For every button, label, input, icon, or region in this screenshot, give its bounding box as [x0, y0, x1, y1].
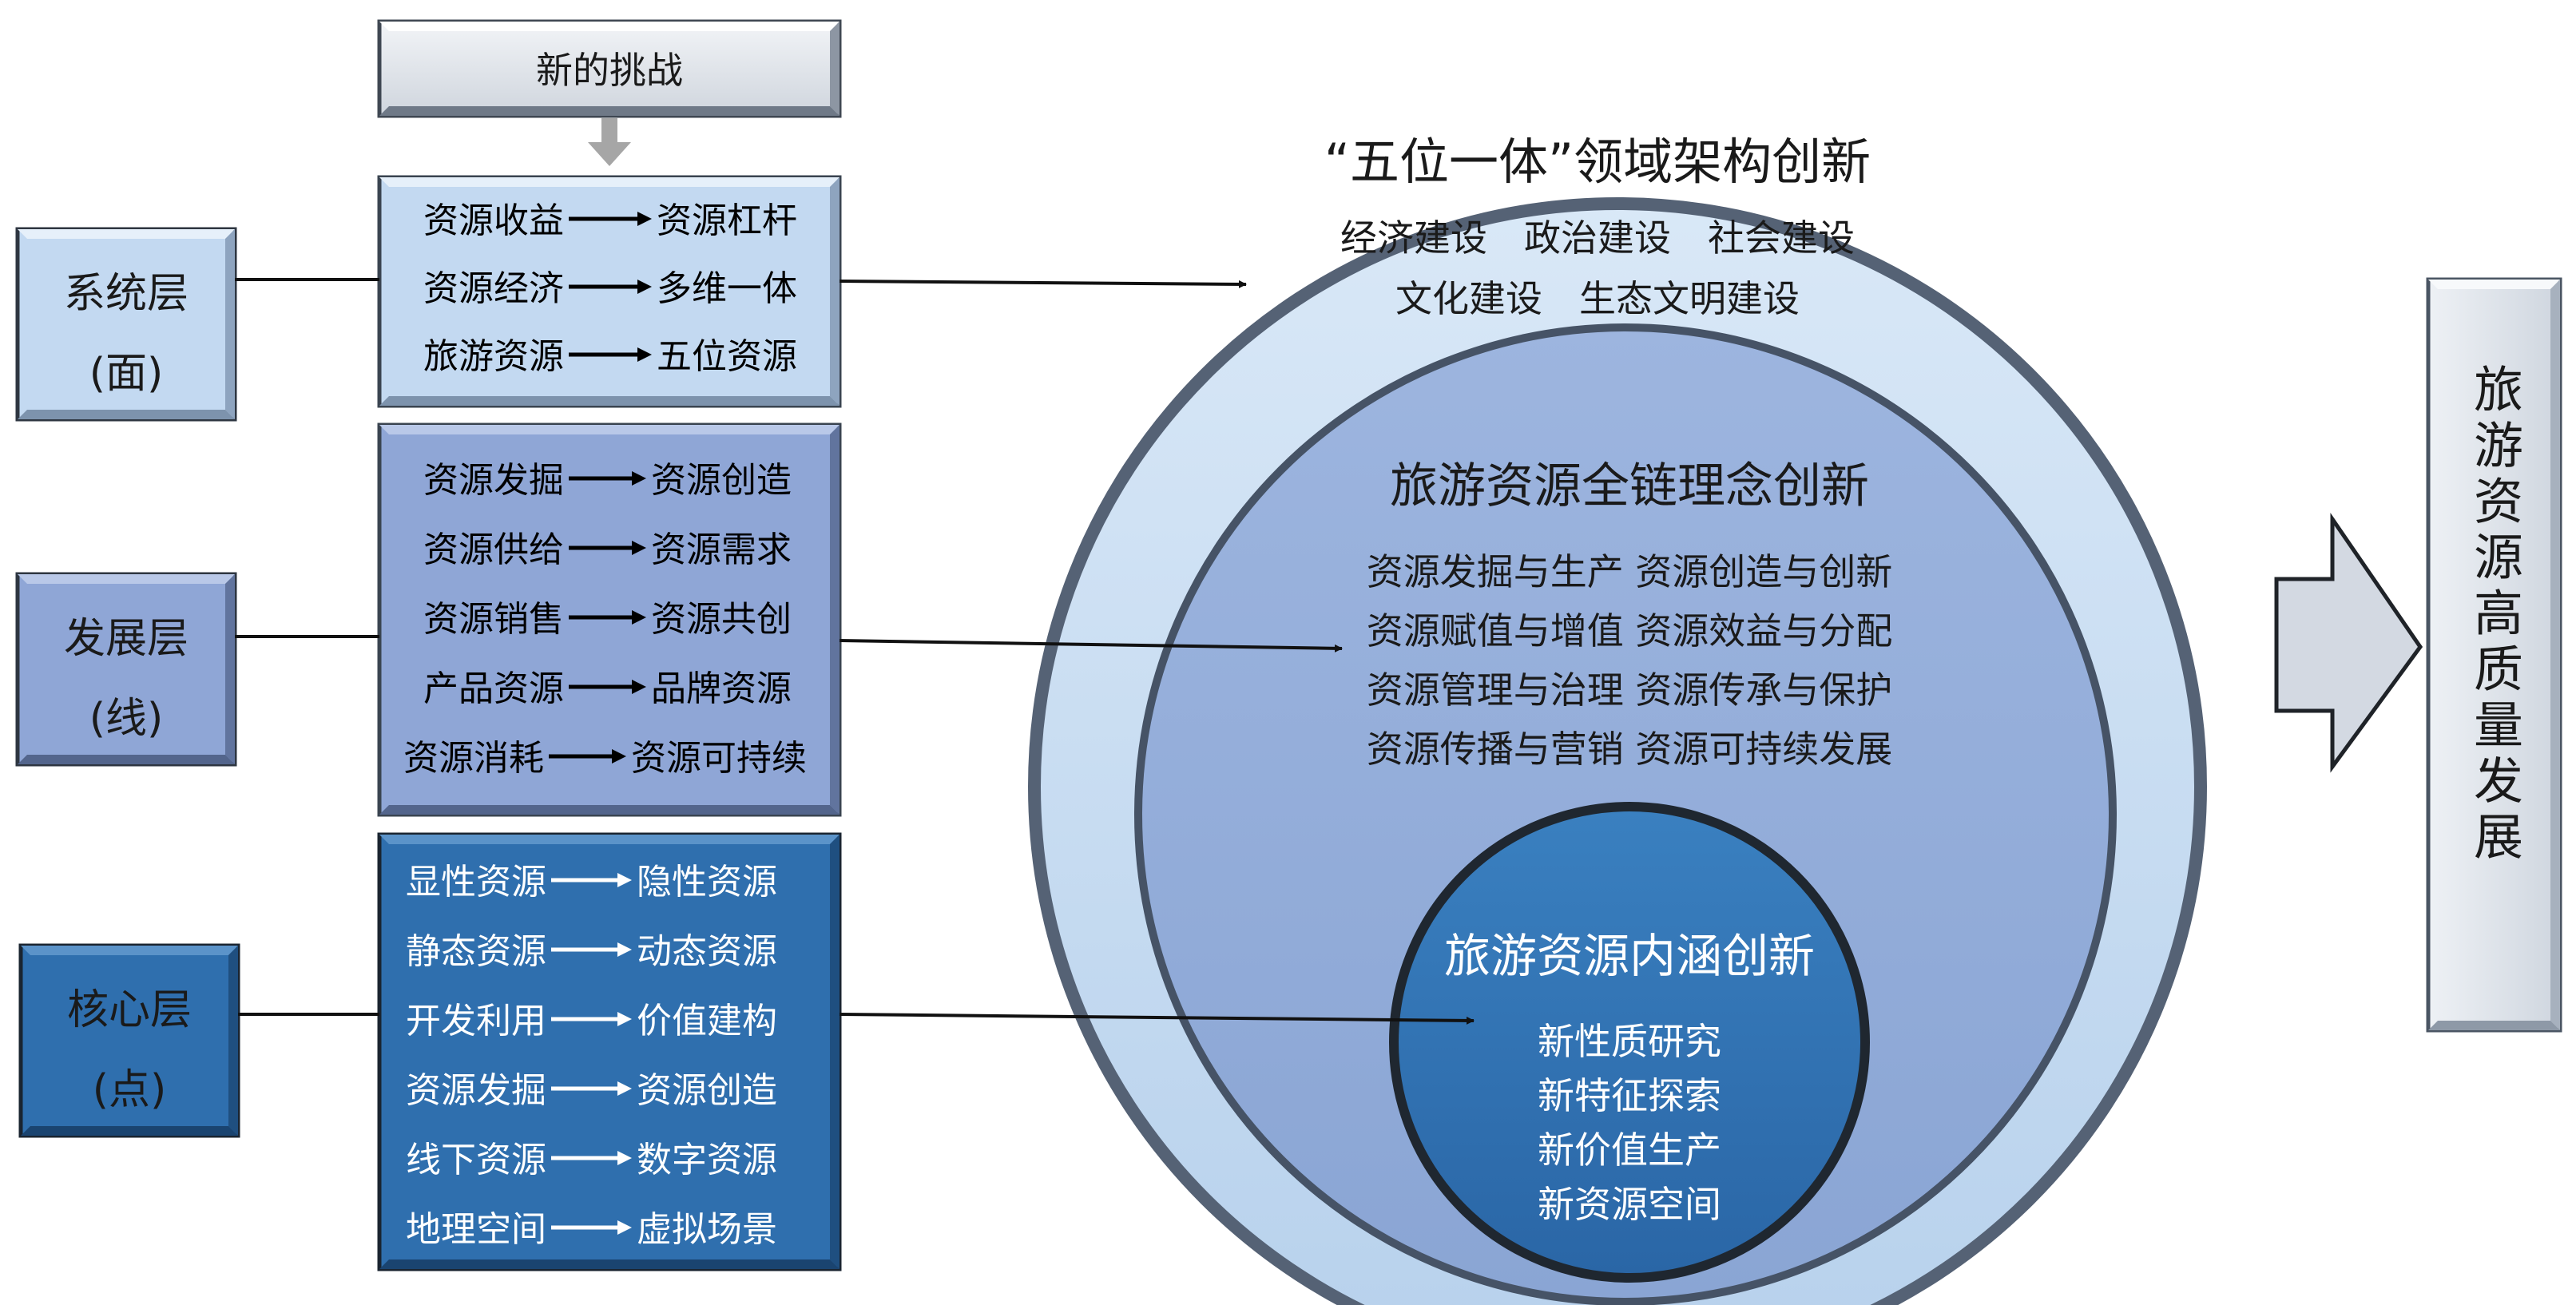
transform-to: 五位资源: [657, 336, 797, 377]
layer-box-core: [18, 943, 240, 1138]
transform-from: 资源发掘: [406, 1070, 546, 1111]
goal-box: [2426, 277, 2562, 1033]
connector-core-right: [839, 1013, 1475, 1025]
middle-circle-title: 旅游资源全链理念创新: [1390, 458, 1869, 514]
transform-to: 品牌资源: [651, 668, 792, 709]
inner-circle-line: 新价值生产: [1538, 1128, 1721, 1172]
transform-to: 多维一体: [657, 268, 797, 309]
row-arrows-group: [549, 212, 652, 1235]
transform-to: 虚拟场景: [637, 1209, 777, 1250]
transform-to: 价值建构: [637, 1001, 777, 1041]
goal-arrow: [2274, 512, 2423, 773]
challenge-label: 新的挑战: [536, 49, 683, 92]
row-arrow-head: [617, 1151, 632, 1165]
transform-from: 旅游资源: [423, 336, 564, 377]
row-arrow-head: [637, 280, 652, 294]
layer-subtitle-system: (面): [89, 350, 164, 398]
row-arrow-head: [632, 610, 646, 625]
transform-to: 资源杠杆: [657, 200, 797, 241]
transform-to: 资源共创: [651, 599, 792, 640]
challenge-box: [377, 19, 842, 118]
challenge-down-arrow: [588, 118, 631, 166]
transform-to: 资源创造: [637, 1070, 777, 1111]
transform-to: 隐性资源: [637, 862, 777, 902]
layer-title-development: 发展层: [63, 615, 189, 663]
transform-to: 资源创造: [651, 460, 792, 501]
row-arrow-head: [617, 942, 632, 957]
row-arrow-head: [632, 541, 646, 555]
middle-circle-line: 资源发掘与生产 资源创造与创新: [1366, 550, 1893, 593]
inner-circle-title: 旅游资源内涵创新: [1443, 929, 1815, 983]
transform-from: 显性资源: [406, 862, 546, 902]
transform-to: 资源需求: [651, 530, 792, 570]
transform-from: 静态资源: [406, 931, 546, 972]
middle-circle-line: 资源赋值与增值 资源效益与分配: [1366, 609, 1893, 652]
development-transform-box: [377, 422, 842, 817]
connector-development-right: [839, 639, 1343, 652]
connector-system-right: [839, 280, 1247, 288]
row-arrow-head: [637, 212, 652, 226]
transform-from: 资源消耗: [403, 738, 544, 779]
outer-circle-title: “五位一体”领域架构创新: [1324, 133, 1871, 191]
goal-label: 旅游资源高质量发展: [2465, 363, 2523, 867]
layer-box-system: [15, 227, 237, 422]
core-transform-box: [377, 832, 842, 1271]
transform-to: 资源可持续: [631, 738, 807, 779]
row-arrow-head: [617, 873, 632, 887]
layer-title-system: 系统层: [63, 270, 189, 318]
layer-box-development: [15, 572, 237, 767]
row-arrow-head: [612, 749, 626, 764]
middle-circle-line: 资源管理与治理 资源传承与保护: [1366, 668, 1893, 712]
row-arrow-head: [617, 1012, 632, 1026]
row-arrow-head: [617, 1081, 632, 1096]
inner-circle-line: 新资源空间: [1538, 1183, 1721, 1226]
transform-to: 数字资源: [637, 1140, 777, 1180]
layer-subtitle-core: (点): [92, 1066, 167, 1114]
row-arrow-head: [617, 1220, 632, 1235]
row-arrow-head: [632, 471, 646, 486]
transform-from: 产品资源: [423, 668, 564, 709]
inner-circle-line: 新特征探索: [1538, 1074, 1721, 1117]
outer-circle-line: 经济建设 政治建设 社会建设: [1340, 216, 1855, 260]
transform-from: 线下资源: [406, 1140, 546, 1180]
transform-from: 资源供给: [423, 530, 564, 570]
transform-from: 资源销售: [423, 599, 564, 640]
transform-to: 动态资源: [637, 931, 777, 972]
row-arrow-head: [637, 347, 652, 362]
transform-from: 开发利用: [406, 1001, 546, 1041]
transform-from: 资源发掘: [423, 460, 564, 501]
transform-from: 地理空间: [406, 1209, 546, 1250]
system-transform-box: [377, 175, 842, 408]
layer-title-core: 核心层: [66, 986, 192, 1034]
inner-circle: [1389, 802, 1870, 1283]
middle-circle-line: 资源传播与营销 资源可持续发展: [1366, 728, 1893, 771]
inner-circle-line: 新性质研究: [1538, 1020, 1721, 1063]
layer-subtitle-development: (线): [89, 695, 164, 743]
transform-from: 资源收益: [423, 200, 564, 241]
outer-circle-line: 文化建设 生态文明建设: [1395, 277, 1800, 320]
transform-from: 资源经济: [423, 268, 564, 309]
row-arrow-head: [632, 680, 646, 694]
